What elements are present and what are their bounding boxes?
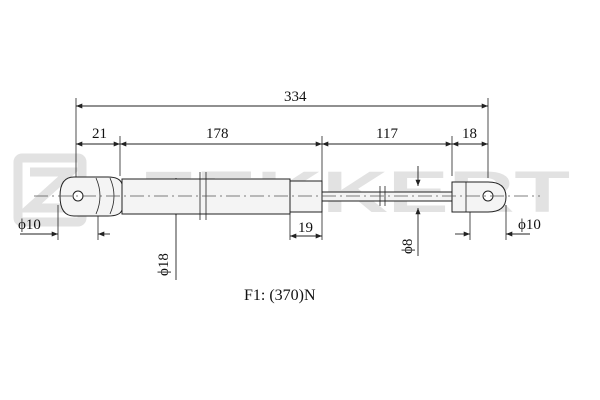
dimension-lines: [20, 103, 530, 280]
left-eye-end: [59, 176, 123, 217]
dim-right-end: 18: [462, 126, 477, 142]
body-end-cap: [289, 180, 323, 213]
dim-rod: 117: [376, 126, 398, 142]
dim-body-diameter: ϕ18: [156, 253, 172, 276]
right-eye-end: [451, 181, 507, 213]
dim-right-eye-diameter: ϕ10: [518, 217, 541, 233]
force-label: F1: (370)N: [244, 287, 316, 304]
dim-total-length: 334: [284, 89, 307, 105]
dim-step: 19: [298, 220, 313, 236]
piston-rod: [321, 191, 453, 202]
dim-body: 178: [206, 126, 229, 142]
dim-left-eye-diameter: ϕ10: [18, 217, 41, 233]
dim-left-end: 21: [92, 126, 107, 142]
dim-rod-diameter: ϕ8: [400, 239, 416, 254]
